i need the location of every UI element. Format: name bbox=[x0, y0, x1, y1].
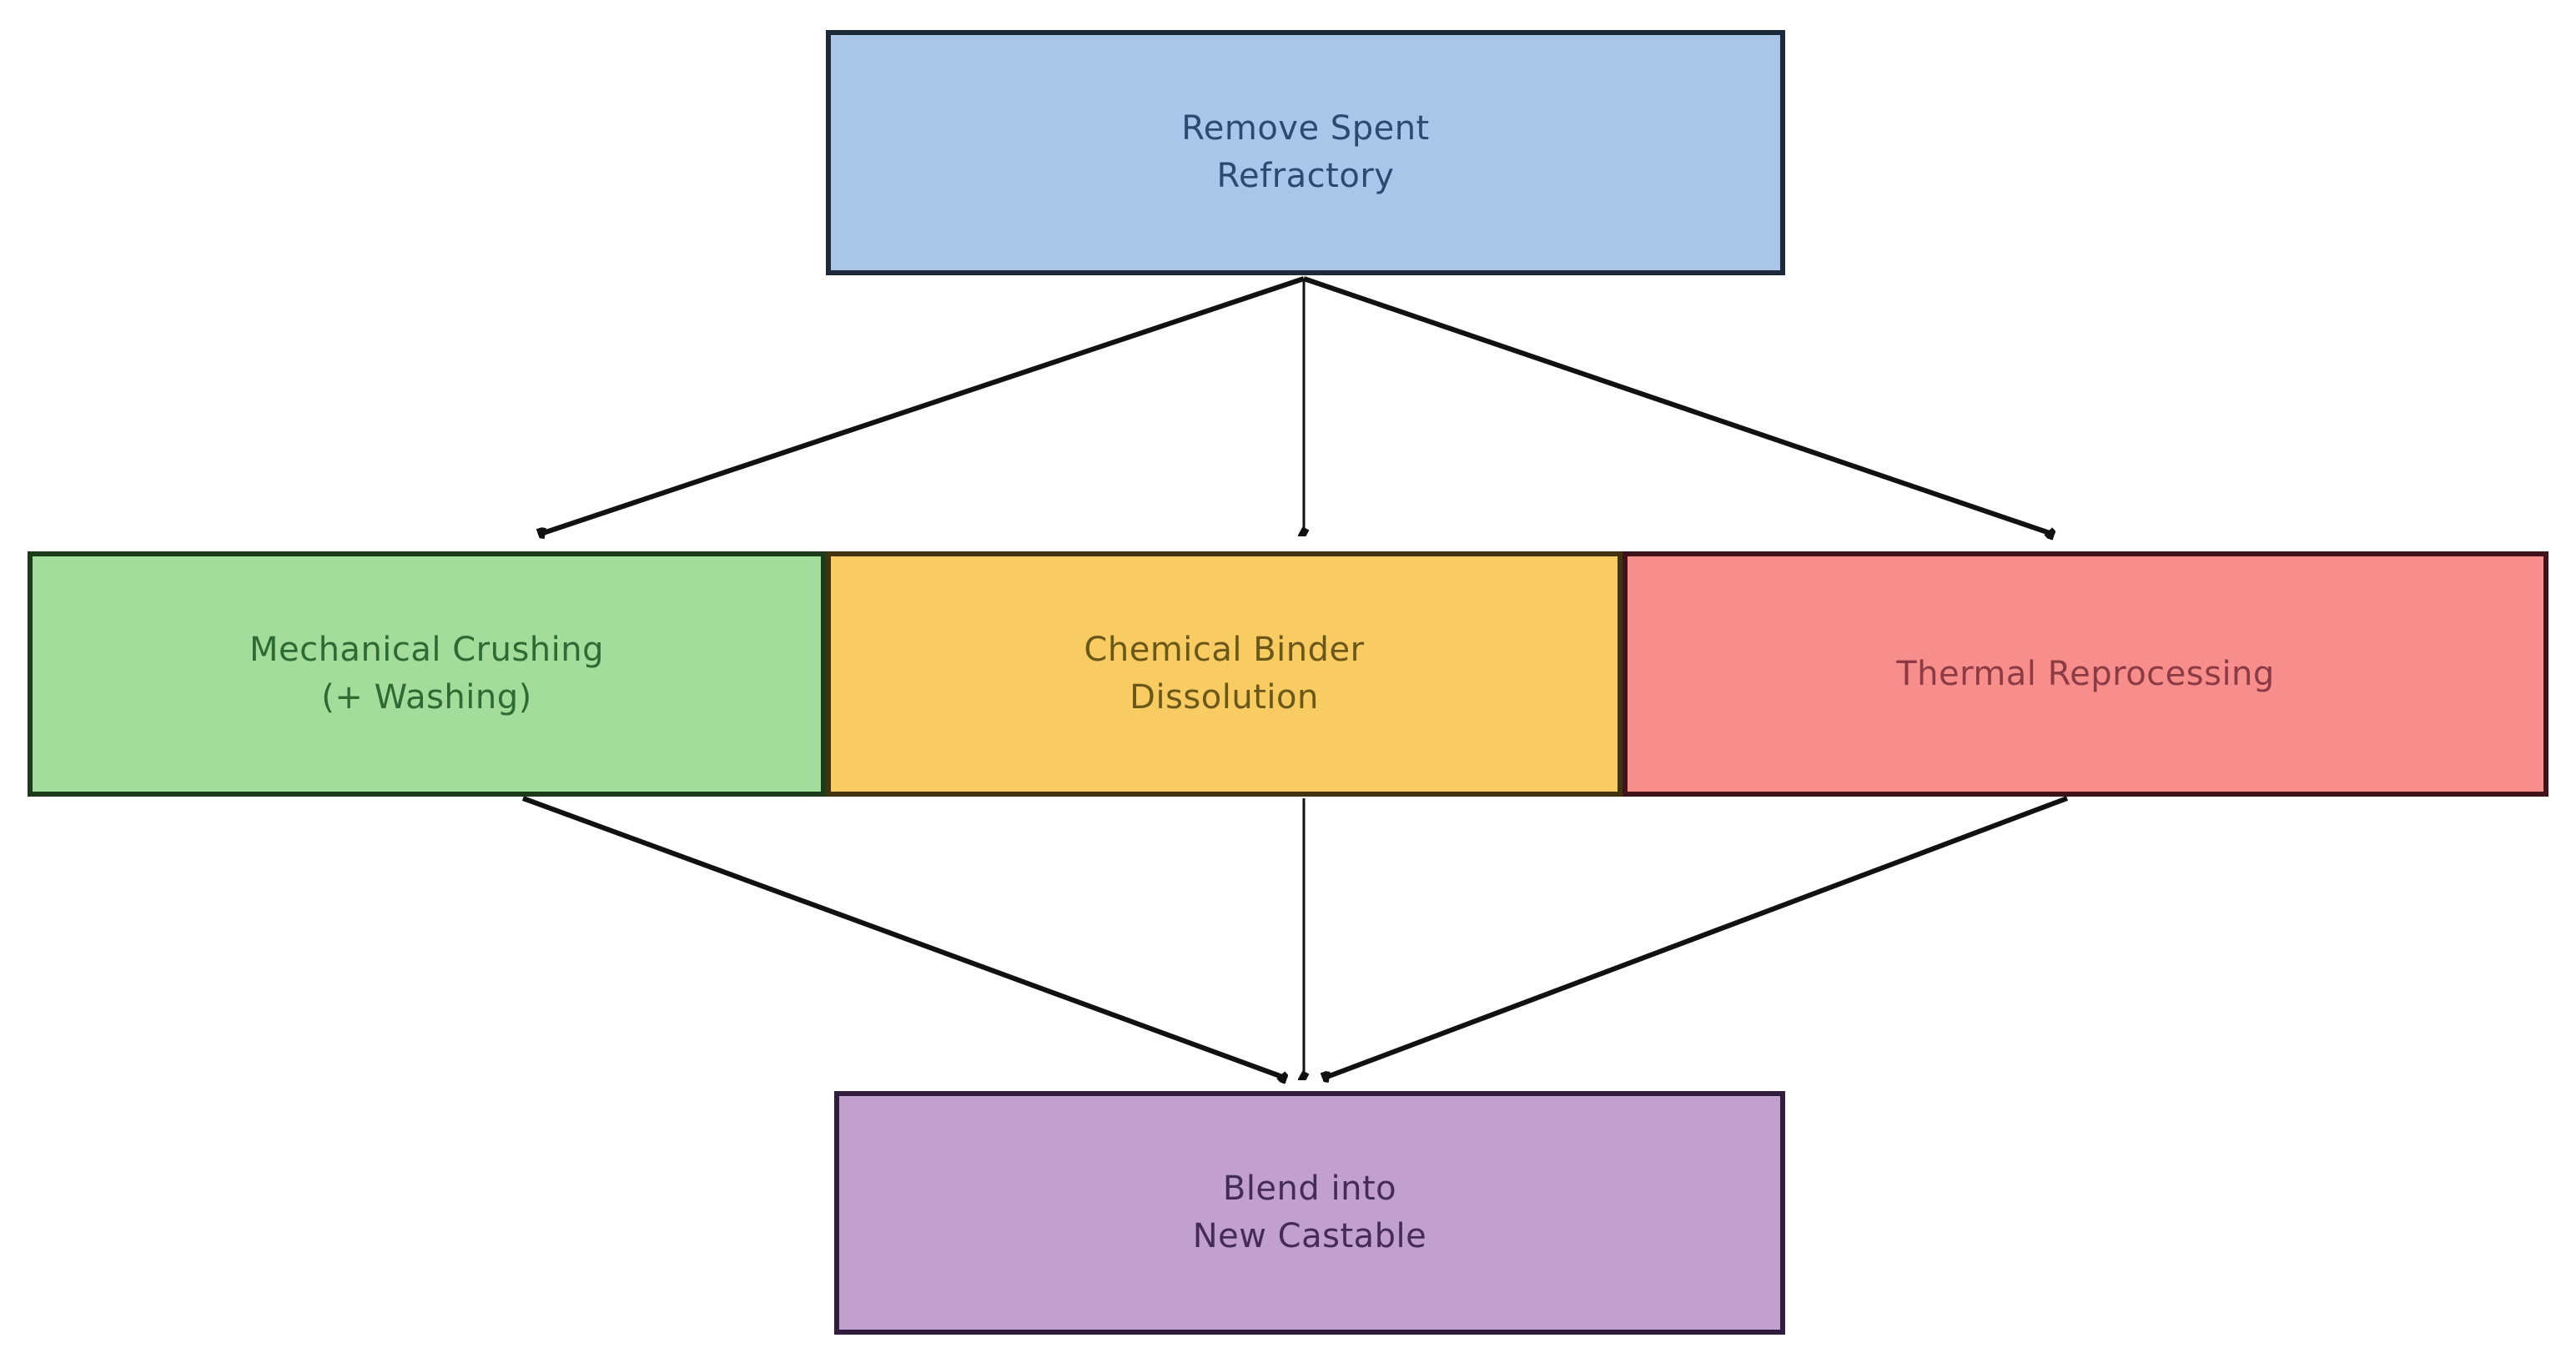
node-thermal-reprocessing: Thermal Reprocessing bbox=[1623, 551, 2548, 797]
node-chemical-binder-dissolution-label: Chemical Binder Dissolution bbox=[1084, 631, 1365, 717]
arrow-mechanical-to-blend bbox=[521, 796, 1285, 1078]
arrow-top-to-mechanical bbox=[541, 276, 1305, 534]
node-chemical-binder-dissolution: Chemical Binder Dissolution bbox=[826, 551, 1623, 797]
node-remove-spent-refractory-label: Remove Spent Refractory bbox=[1181, 109, 1430, 195]
arrow-thermal-to-blend bbox=[1325, 796, 2069, 1078]
node-mechanical-crushing-label: Mechanical Crushing (+ Washing) bbox=[249, 631, 605, 717]
node-remove-spent-refractory: Remove Spent Refractory bbox=[826, 30, 1785, 275]
node-mechanical-crushing: Mechanical Crushing (+ Washing) bbox=[28, 551, 826, 797]
arrow-top-to-thermal bbox=[1303, 276, 2052, 534]
node-blend-into-new-castable-label: Blend into New Castable bbox=[1192, 1169, 1427, 1255]
node-thermal-reprocessing-label: Thermal Reprocessing bbox=[1896, 654, 2275, 693]
node-blend-into-new-castable: Blend into New Castable bbox=[834, 1091, 1785, 1335]
